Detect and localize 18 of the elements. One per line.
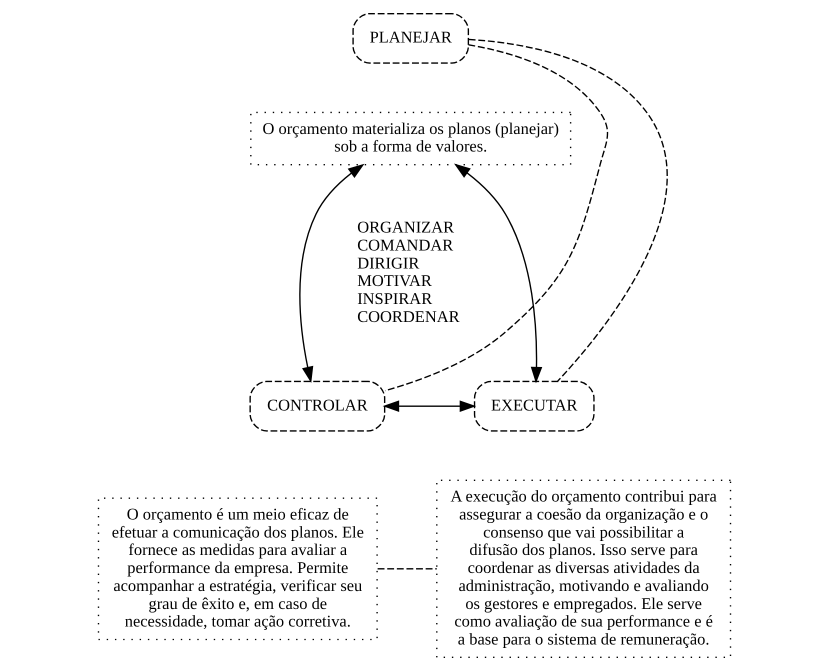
node-box: O orçamento é um meio eficaz de efetuar a comunicação dos planos. Ele fornece as medidas para avaliar a performance da empresa. Permite acompanhar a estratégia, verificar seu grau de êxito e, em caso de necessidade, tomar ação corretiva.: [98, 497, 378, 640]
connector: [384, 44, 608, 392]
connector: [378, 568, 437, 570]
node-box: CONTROLAR: [249, 380, 386, 432]
label: COMANDAR: [357, 236, 454, 255]
arrow: [299, 164, 364, 384]
connector: [468, 38, 668, 382]
node-box: O orçamento materializa os planos (planejar) sob a forma de valores.: [250, 112, 572, 166]
label: ORGANIZAR: [357, 218, 454, 237]
label: MOTIVAR: [357, 271, 432, 290]
arrow: [454, 164, 542, 384]
node-box: A execução do orçamento contribui para assegurar a coesão da organização e o consenso que vai possibilitar a difusão dos planos. Isso serve para coordenar as diversas atividades da administração, motivando e avaliando os gestores e empregados. Ele serve como avaliação de sua performance e é a base para o sistema de remuneração.: [436, 480, 732, 658]
label: DIRIGIR: [357, 253, 420, 272]
label: COORDENAR: [357, 306, 460, 326]
label: INSPIRAR: [357, 289, 432, 308]
arrow: [382, 400, 476, 412]
node-box: EXECUTAR: [474, 380, 595, 432]
node-box: PLANEJAR: [352, 12, 470, 64]
